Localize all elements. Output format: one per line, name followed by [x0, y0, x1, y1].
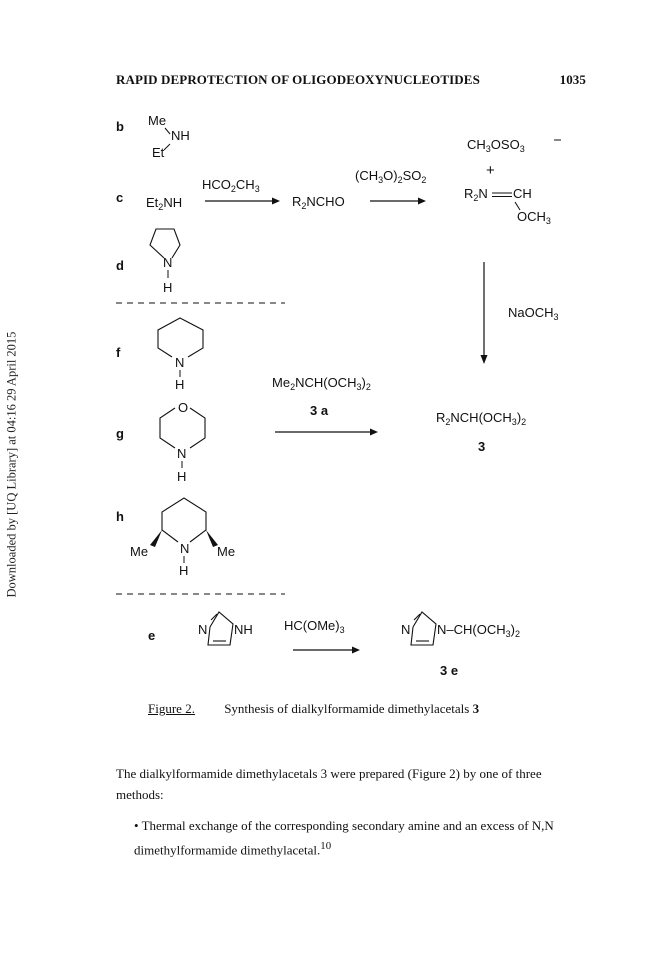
- label-h: h: [116, 509, 124, 524]
- svg-text:Me: Me: [130, 544, 148, 559]
- svg-text:N: N: [177, 446, 186, 461]
- dms-text: (CH3O)2SO2: [355, 168, 426, 185]
- page-number: 1035: [559, 72, 586, 87]
- svg-text:Me: Me: [217, 544, 235, 559]
- svg-text:N: N: [175, 355, 184, 370]
- product-3e-text: N–CH(OCH3)2: [437, 622, 520, 639]
- piperidine-ring: [157, 317, 204, 358]
- plus-sign: +: [486, 162, 495, 179]
- svg-text:O: O: [178, 400, 188, 415]
- bond-me-n: [164, 127, 171, 135]
- caption-text: Synthesis of dialkylformamide dimethylac…: [224, 701, 470, 716]
- svg-text:OCH3: OCH3: [517, 209, 551, 226]
- header-title: RAPID DEPROTECTION OF OLIGODEOXYNUCLEOTI…: [116, 72, 480, 87]
- label-f: f: [116, 345, 121, 360]
- imidazole-ring: [207, 611, 234, 646]
- me-text: Me: [148, 113, 166, 128]
- svg-text:N: N: [198, 622, 207, 637]
- label-3a: 3 a: [310, 403, 329, 418]
- label-3e: 3 e: [440, 663, 458, 678]
- et-text: Et: [152, 145, 165, 160]
- nh-text: NH: [171, 128, 190, 143]
- label-3: 3: [478, 439, 485, 454]
- svg-text:H: H: [177, 469, 186, 484]
- svg-text:H: H: [163, 280, 172, 295]
- running-header: RAPID DEPROTECTION OF OLIGODEOXYNUCLEOTI…: [116, 72, 586, 88]
- label-g: g: [116, 426, 124, 441]
- orthoformate-text: HC(OMe)3: [284, 618, 345, 635]
- imidazole-product-ring: [410, 611, 437, 646]
- bullet-text: • Thermal exchange of the corresponding …: [134, 818, 554, 858]
- bullet-item: • Thermal exchange of the corresponding …: [134, 815, 586, 860]
- body-paragraph: The dialkylformamide dimethylacetals 3 w…: [116, 766, 542, 802]
- svg-text:H: H: [179, 563, 188, 578]
- iminium-text: R2N: [464, 186, 488, 203]
- figure-label: Figure 2.: [148, 701, 195, 716]
- dmfdma-text: Me2NCH(OCH3)2: [272, 375, 371, 392]
- naoch3-text: NaOCH3: [508, 305, 559, 322]
- pyrrolidine-ring: [149, 228, 181, 259]
- caption-bold-number: 3: [472, 701, 480, 716]
- label-b: b: [116, 119, 124, 134]
- product-3-text: R2NCH(OCH3)2: [436, 410, 526, 427]
- label-c: c: [116, 190, 123, 205]
- r2ncho-text: R2NCHO: [292, 194, 345, 211]
- svg-text:N: N: [401, 622, 410, 637]
- svg-text:NH: NH: [234, 622, 253, 637]
- morpholine-ring: [159, 407, 206, 449]
- label-e: e: [148, 628, 155, 643]
- svg-text:H: H: [175, 377, 184, 392]
- reaction-scheme: b Me NH Et c Et2NH HCO2CH3 R2NCHO (CH3O)…: [116, 113, 561, 678]
- ch3oso3-text: CH3OSO3: [467, 137, 525, 154]
- dimethylpiperidine-ring: [161, 497, 207, 543]
- svg-text:N: N: [180, 541, 189, 556]
- pyrrolidine-n: N: [163, 255, 172, 270]
- reference-superscript: 10: [320, 840, 332, 852]
- figure-caption: Figure 2. Synthesis of dialkylformamide …: [148, 701, 479, 717]
- hco2ch3-text: HCO2CH3: [202, 177, 260, 194]
- label-d: d: [116, 258, 124, 273]
- svg-text:CH: CH: [513, 186, 532, 201]
- et2nh-text: Et2NH: [146, 195, 182, 212]
